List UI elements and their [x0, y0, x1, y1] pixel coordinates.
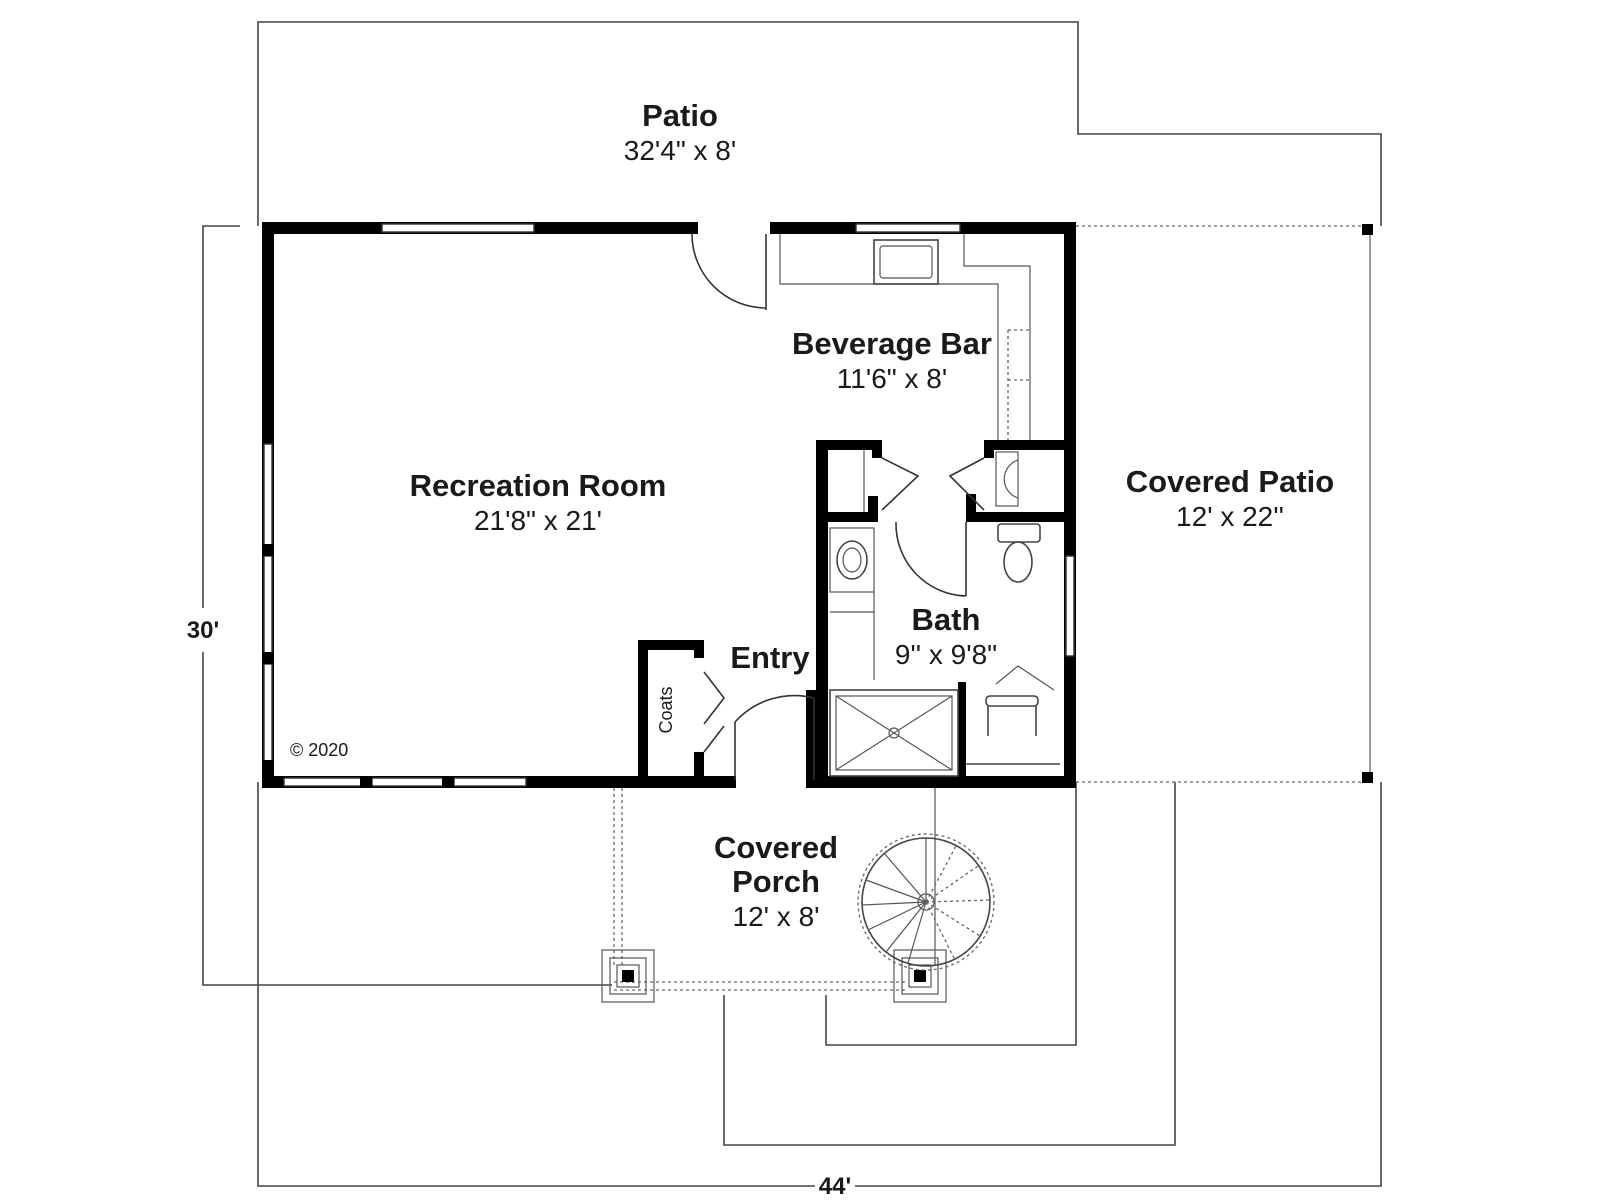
patio-name: Patio: [642, 98, 718, 133]
dimension-labels: 30' 44': [187, 617, 851, 1200]
coats-label: Coats: [656, 686, 676, 733]
covered-porch-name-line2: Porch: [732, 864, 820, 899]
windows: [262, 223, 1075, 788]
room-labels: Patio 32'4" x 8' Beverage Bar 11'6" x 8'…: [410, 98, 1335, 932]
closet-shelves: [863, 450, 1019, 512]
covered-porch-name-line1: Covered: [714, 830, 838, 865]
width-dimension: 44': [819, 1173, 851, 1200]
bath-bench: [966, 665, 1060, 765]
covered-patio-size: 12' x 22'': [1176, 501, 1284, 532]
covered-patio-name: Covered Patio: [1126, 464, 1334, 499]
covered-porch-outline: [601, 782, 947, 1003]
beverage-bar-size: 11'6" x 8': [837, 363, 947, 394]
covered-patio-outline: [1076, 224, 1373, 783]
roof-outline: [202, 21, 1382, 1187]
patio-size: 32'4" x 8': [624, 135, 736, 166]
bath-name: Bath: [912, 602, 981, 637]
porch-post-left: [601, 949, 655, 1003]
entry-name: Entry: [730, 640, 810, 675]
doors: [691, 233, 985, 780]
shower: [829, 689, 959, 777]
bar-sink: [873, 239, 939, 285]
bath-size: 9'' x 9'8": [895, 639, 997, 670]
interior-walls: [638, 440, 1076, 788]
recreation-room-name: Recreation Room: [410, 468, 667, 503]
depth-dimension: 30': [187, 617, 219, 644]
bath-vanity-sink: [829, 527, 875, 680]
copyright-notice: © 2020: [290, 740, 348, 760]
porch-post-right: [893, 949, 947, 1003]
toilet: [997, 523, 1041, 583]
spiral-staircase: [857, 833, 995, 971]
beverage-bar-name: Beverage Bar: [792, 326, 992, 361]
covered-porch-size: 12' x 8': [733, 901, 820, 932]
recreation-room-size: 21'8" x 21': [474, 505, 602, 536]
